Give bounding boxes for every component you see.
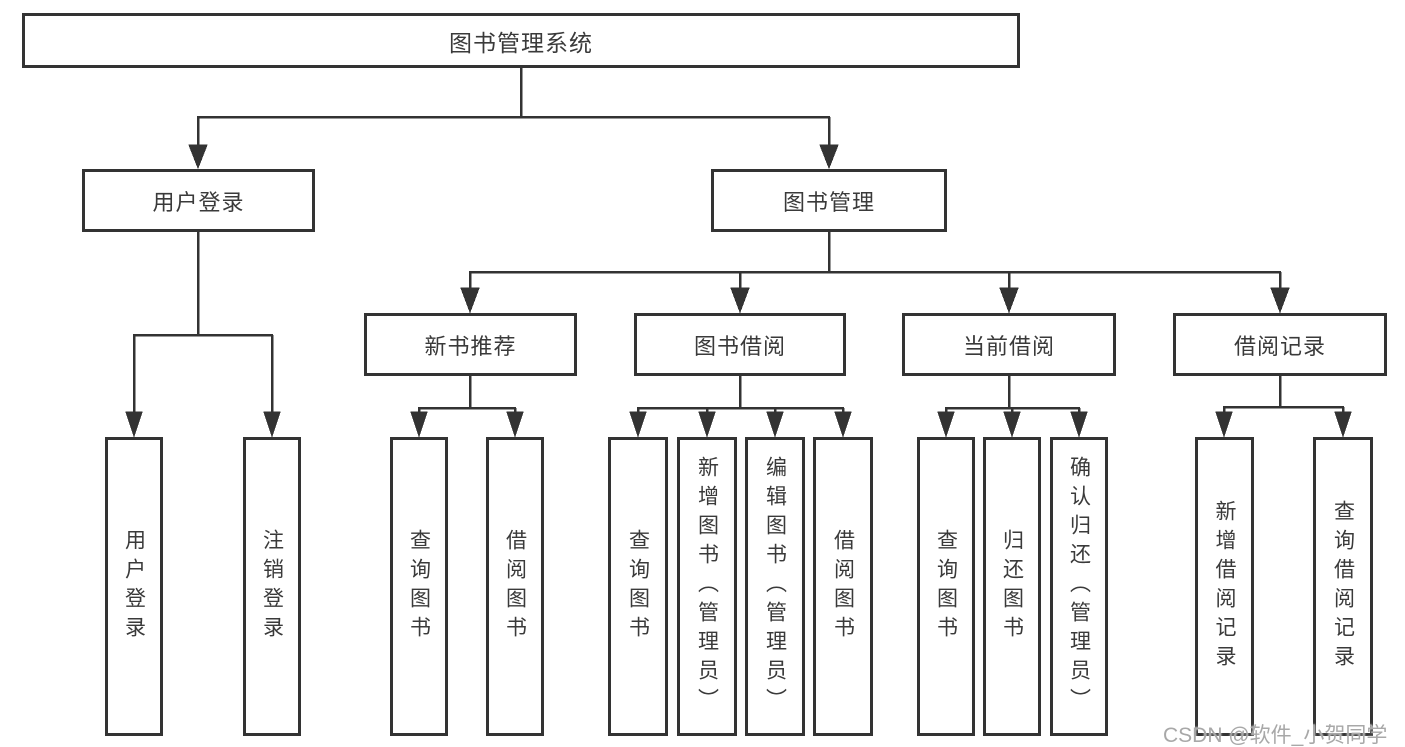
node-label: 用户登录 <box>152 189 245 215</box>
connector-user-login-to-leaves <box>125 232 281 438</box>
connector-book-borrowing-to-leaves <box>629 376 852 438</box>
leaf-label: 查询借阅记录 <box>1331 499 1355 674</box>
node-borrowing-records: 借阅记录 <box>1173 313 1387 376</box>
csdn-watermark: CSDN @软件_小贺同学 <box>1163 724 1388 747</box>
leaf-borrow-books-recommend: 借阅图书 <box>486 437 544 736</box>
node-label: 当前借阅 <box>962 333 1055 359</box>
leaf-add-borrow-record: 新增借阅记录 <box>1195 437 1254 736</box>
leaf-label: 编辑图书（管理员） <box>763 456 787 717</box>
node-new-book-recommendation: 新书推荐 <box>364 313 577 376</box>
leaf-query-books-borrowing: 查询图书 <box>608 437 668 736</box>
leaf-label: 借阅图书 <box>503 528 527 645</box>
leaf-label: 确认归还（管理员） <box>1067 456 1091 717</box>
node-label: 图书借阅 <box>693 333 786 359</box>
connector-borrowing-records-to-leaves <box>1215 376 1352 438</box>
leaf-user-login: 用户登录 <box>105 437 163 736</box>
node-book-borrowing: 图书借阅 <box>634 313 846 376</box>
connector-root-to-level2 <box>188 68 839 170</box>
leaf-label: 查询图书 <box>934 528 958 645</box>
leaf-return-books: 归还图书 <box>983 437 1041 736</box>
node-user-login: 用户登录 <box>82 169 315 232</box>
node-current-borrowing: 当前借阅 <box>902 313 1116 376</box>
leaf-label: 注销登录 <box>260 528 284 645</box>
node-library-management-system: 图书管理系统 <box>22 13 1020 68</box>
leaf-logout: 注销登录 <box>243 437 301 736</box>
connector-current-borrowing-to-leaves <box>937 376 1088 438</box>
leaf-label: 新增借阅记录 <box>1213 499 1237 674</box>
leaf-label: 查询图书 <box>626 528 650 645</box>
connector-new-book-recommendation-to-leaves <box>410 376 524 438</box>
leaf-query-borrow-record: 查询借阅记录 <box>1313 437 1373 736</box>
leaf-borrow-books-borrowing: 借阅图书 <box>813 437 873 736</box>
leaf-query-books-current: 查询图书 <box>917 437 975 736</box>
leaf-confirm-return-admin: 确认归还（管理员） <box>1050 437 1108 736</box>
leaf-label: 新增图书（管理员） <box>695 456 719 717</box>
leaf-label: 归还图书 <box>1000 528 1024 645</box>
node-book-management: 图书管理 <box>711 169 947 232</box>
leaf-add-books-admin: 新增图书（管理员） <box>677 437 737 736</box>
node-label: 借阅记录 <box>1233 333 1326 359</box>
leaf-label: 借阅图书 <box>831 528 855 645</box>
node-label: 图书管理系统 <box>449 29 593 56</box>
leaf-label: 查询图书 <box>407 528 431 645</box>
leaf-edit-books-admin: 编辑图书（管理员） <box>745 437 805 736</box>
leaf-query-books-recommend: 查询图书 <box>390 437 448 736</box>
node-label: 图书管理 <box>782 189 875 215</box>
leaf-label: 用户登录 <box>122 528 146 645</box>
connector-book-management-to-level3 <box>460 232 1290 314</box>
node-label: 新书推荐 <box>424 333 517 359</box>
